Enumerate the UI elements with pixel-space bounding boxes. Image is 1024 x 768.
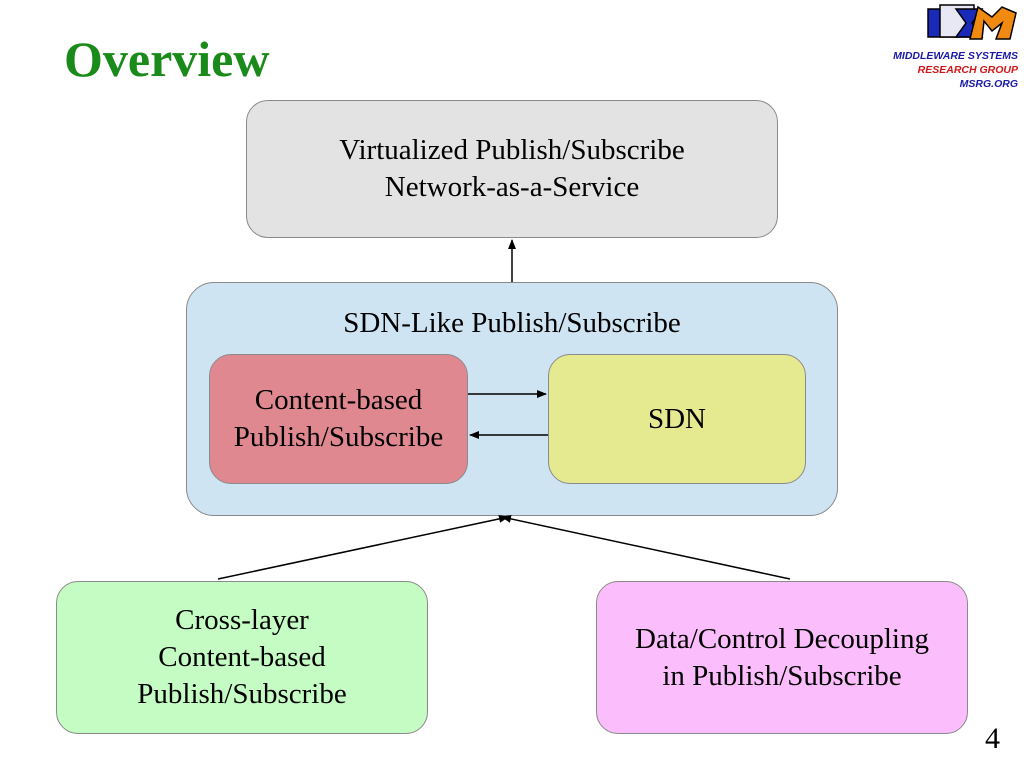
slide-title: Overview xyxy=(64,31,270,87)
cross-layer-pubsub-label: Cross-layer Content-based Publish/Subscr… xyxy=(137,604,347,710)
org-line-3: MSRG.ORG xyxy=(959,78,1018,90)
data-control-decoupling-label: Data/Control Decoupling in Publish/Subsc… xyxy=(635,622,929,692)
arrow-decoupling-to-sdn-like xyxy=(501,514,791,580)
msrg-logo xyxy=(927,4,1017,40)
sdn-box: SDN xyxy=(548,354,806,484)
virtualized-pubsub-label: Virtualized Publish/Subscribe Network-as… xyxy=(339,134,685,203)
organization-label: MIDDLEWARE SYSTEMS RESEARCH GROUP MSRG.O… xyxy=(893,49,1018,91)
org-line-2: RESEARCH GROUP xyxy=(917,64,1018,76)
content-based-pubsub-box: Content-based Publish/Subscribe xyxy=(209,354,468,484)
virtualized-pubsub-box: Virtualized Publish/Subscribe Network-as… xyxy=(246,100,778,238)
sdn-like-pubsub-label: SDN-Like Publish/Subscribe xyxy=(343,307,681,339)
arrow-cross-layer-to-sdn-like xyxy=(217,514,509,580)
content-based-pubsub-label: Content-based Publish/Subscribe xyxy=(233,384,444,453)
org-line-1: MIDDLEWARE SYSTEMS xyxy=(893,50,1018,62)
data-control-decoupling-box: Data/Control Decoupling in Publish/Subsc… xyxy=(596,581,968,734)
sdn-label: SDN xyxy=(647,402,706,435)
page-number: 4 xyxy=(985,722,1000,755)
cross-layer-pubsub-box: Cross-layer Content-based Publish/Subscr… xyxy=(56,581,428,734)
